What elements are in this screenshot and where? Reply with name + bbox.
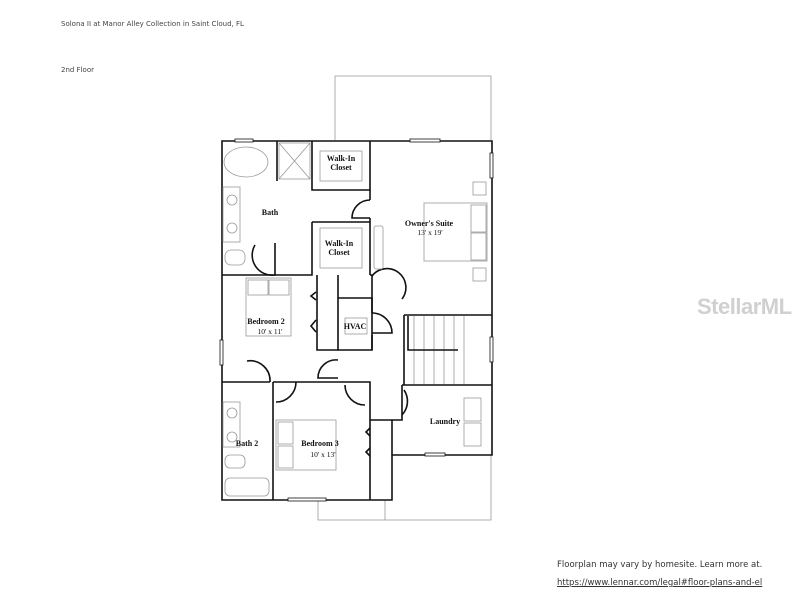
bath-label: Bath [262,208,279,217]
interior-walls [222,141,492,500]
bedroom-2-label: Bedroom 2 [247,317,284,326]
walkin-closet-2-label: Walk-In [325,239,354,248]
fixtures [222,142,488,497]
laundry-label: Laundry [430,417,460,426]
bedroom-2-dimensions: 10' x 11' [258,327,284,336]
porch-outline [317,75,492,521]
page-title: Solona II at Manor Alley Collection in S… [61,20,244,28]
owners-suite-dimensions: 13' x 19' [417,228,443,237]
windows [219,138,494,502]
hvac-label: HVAC [344,322,367,331]
walkin-closet-1-label: Walk-In [327,154,356,163]
bedroom-3-label: Bedroom 3 [301,439,338,448]
legal-link[interactable]: https://www.lennar.com/legal#floor-plans… [557,578,763,588]
floor-label: 2nd Floor [61,66,94,74]
bedroom-3-dimensions: 10' x 13' [310,450,336,459]
walkin-closet-1-label-2: Closet [330,163,352,172]
disclaimer-text: Floorplan may vary by homesite. Learn mo… [557,560,763,570]
doors [246,199,409,457]
stairs [407,316,465,384]
bath-2-label: Bath 2 [236,439,258,448]
walkin-closet-2-label-2: Closet [328,248,350,257]
watermark: StellarMLS [697,294,792,319]
owners-suite-label: Owner's Suite [405,219,454,228]
